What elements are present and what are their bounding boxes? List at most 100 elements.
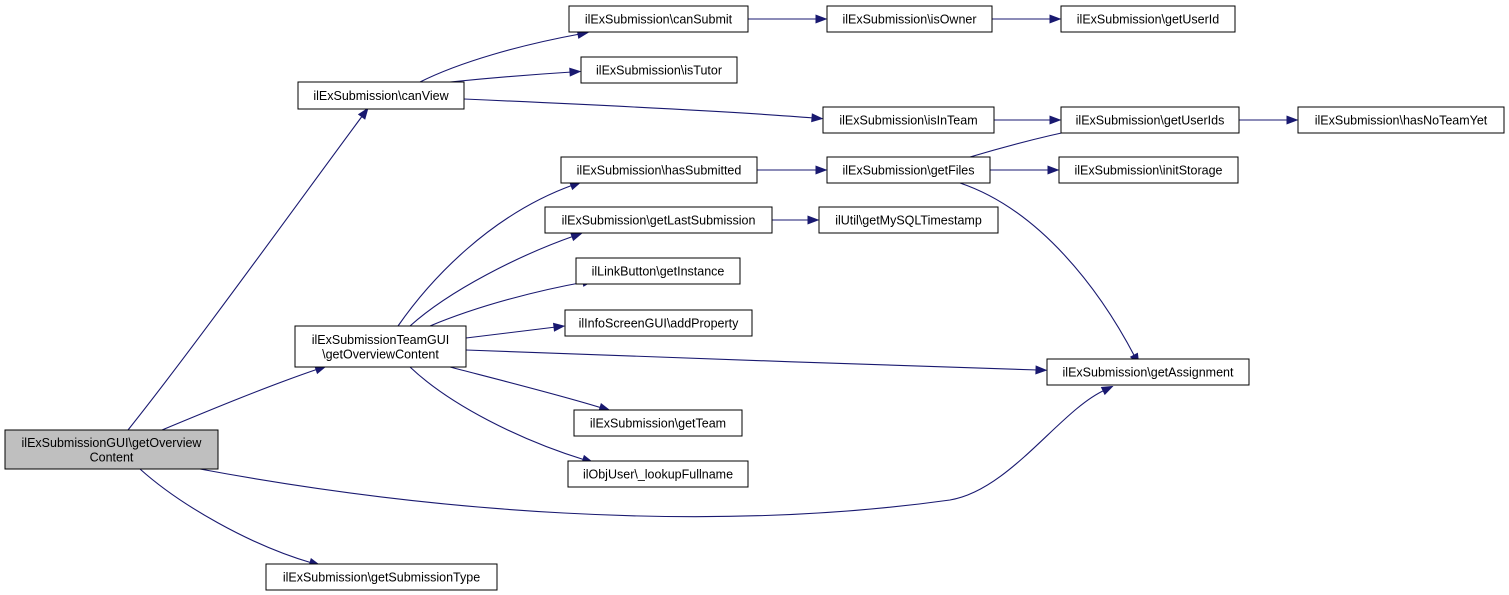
node-getoverviewcontent-gui-label: ilExSubmissionGUI\getOverview — [22, 436, 203, 450]
edge-root-to-teamGui-line — [161, 368, 319, 431]
edge-teamGui-to-getAssign-line — [465, 349, 1039, 371]
edge-hasSubmitted-to-getFiles — [757, 165, 828, 175]
node-getteam[interactable]: ilExSubmission\getTeam — [573, 409, 743, 437]
node-getfiles-box — [826, 156, 991, 184]
node-getfiles-label: ilExSubmission\getFiles — [843, 164, 975, 178]
edge-root-to-getSubType — [139, 468, 322, 567]
edge-teamGui-to-getLastSub-line — [409, 235, 575, 327]
node-getsubmissiontype-label: ilExSubmission\getSubmissionType — [283, 571, 480, 585]
node-getlastsubmission-label: ilExSubmission\getLastSubmission — [562, 214, 756, 228]
edge-getLastSub-to-mysqlTs-arrowhead — [807, 215, 820, 225]
node-hasnoteamyet-box — [1297, 106, 1505, 134]
node-getuserids[interactable]: ilExSubmission\getUserIds — [1060, 106, 1240, 134]
edge-canView-to-canSubmit-line — [419, 33, 581, 83]
node-canview[interactable]: ilExSubmission\canView — [297, 81, 465, 110]
node-getsubmissiontype-box — [265, 563, 498, 591]
edge-getFiles-to-getAssign-line — [959, 182, 1136, 358]
edge-root-to-getAssign-line — [199, 389, 1106, 518]
node-canview-box — [297, 81, 465, 110]
node-lookupfullname[interactable]: ilObjUser\_lookupFullname — [567, 460, 749, 488]
node-hassubmitted[interactable]: ilExSubmission\hasSubmitted — [560, 156, 758, 184]
node-isowner[interactable]: ilExSubmission\isOwner — [826, 5, 993, 33]
edge-teamGui-to-addProp-arrowhead — [552, 322, 566, 332]
edge-canView-to-isTutor-line — [449, 71, 573, 83]
edge-teamGui-to-getAssign — [465, 349, 1048, 375]
node-getfiles[interactable]: ilExSubmission\getFiles — [826, 156, 991, 184]
edge-root-to-canView-arrowhead — [357, 107, 369, 120]
node-getassignment-box — [1046, 358, 1250, 386]
node-infoscreen-addproperty[interactable]: ilInfoScreenGUI\addProperty — [564, 309, 753, 337]
node-cansubmit[interactable]: ilExSubmission\canSubmit — [568, 5, 749, 33]
edge-teamGui-to-lookupName-line — [409, 366, 586, 461]
node-infoscreen-addproperty-label: ilInfoScreenGUI\addProperty — [579, 317, 740, 331]
edge-canView-to-isInTeam-arrowhead — [811, 113, 824, 123]
edge-getUserIds-to-hasNoTeamYet — [1239, 115, 1299, 125]
edge-root-to-getAssign-arrowhead — [1100, 385, 1114, 396]
node-isinteam-box — [822, 106, 995, 134]
node-istutor[interactable]: ilExSubmission\isTutor — [580, 56, 738, 84]
node-getuserids-box — [1060, 106, 1240, 134]
node-getassignment-label: ilExSubmission\getAssignment — [1063, 366, 1234, 380]
edge-getUserIds-to-hasNoTeamYet-arrowhead — [1286, 115, 1299, 125]
edge-isOwner-to-getUserId-arrowhead — [1049, 14, 1062, 24]
node-initstorage-label: ilExSubmission\initStorage — [1075, 164, 1223, 178]
node-getteam-box — [573, 409, 743, 437]
node-getsubmissiontype[interactable]: ilExSubmission\getSubmissionType — [265, 563, 498, 591]
node-getuserid[interactable]: ilExSubmission\getUserId — [1060, 5, 1236, 33]
node-getmysqltimestamp-box — [818, 206, 999, 234]
node-getmysqltimestamp[interactable]: ilUtil\getMySQLTimestamp — [818, 206, 999, 234]
edge-root-to-getAssign — [199, 385, 1114, 518]
node-getlastsubmission[interactable]: ilExSubmission\getLastSubmission — [544, 206, 773, 234]
node-lookupfullname-label: ilObjUser\_lookupFullname — [583, 468, 733, 482]
node-getassignment[interactable]: ilExSubmission\getAssignment — [1046, 358, 1250, 386]
edge-canView-to-canSubmit — [419, 30, 590, 83]
node-getoverviewcontent-gui-label: Content — [90, 450, 134, 464]
nodes-layer: ilExSubmissionGUI\getOverviewContentilEx… — [4, 5, 1505, 591]
edge-teamGui-to-getLastSub-arrowhead — [570, 232, 583, 242]
node-isinteam[interactable]: ilExSubmission\isInTeam — [822, 106, 995, 134]
node-istutor-label: ilExSubmission\isTutor — [596, 64, 722, 78]
node-cansubmit-box — [568, 5, 749, 33]
edge-hasSubmitted-to-getFiles-arrowhead — [815, 165, 828, 175]
edge-teamGui-to-hasSubmitted-line — [397, 184, 574, 327]
node-linkbutton-getinstance[interactable]: ilLinkButton\getInstance — [575, 257, 741, 285]
node-getmysqltimestamp-label: ilUtil\getMySQLTimestamp — [835, 214, 982, 228]
edge-teamGui-to-linkBtn-line — [429, 281, 586, 327]
edge-teamGui-to-getAssign-arrowhead — [1035, 365, 1048, 375]
node-hassubmitted-label: ilExSubmission\hasSubmitted — [577, 164, 742, 178]
edge-isInTeam-to-getUserIds — [994, 115, 1062, 125]
edge-canSubmit-to-isOwner — [748, 14, 828, 24]
node-isowner-box — [826, 5, 993, 33]
edge-canView-to-isTutor — [449, 67, 582, 83]
node-initstorage[interactable]: ilExSubmission\initStorage — [1058, 156, 1239, 184]
edge-root-to-getSubType-line — [139, 468, 313, 564]
node-team-gui-getoverviewcontent[interactable]: ilExSubmissionTeamGUI\getOverviewContent — [294, 325, 467, 368]
edge-root-to-canView-line — [127, 114, 364, 431]
edge-teamGui-to-addProp-line — [465, 326, 557, 339]
edge-root-to-canView — [127, 107, 369, 431]
edge-canView-to-isInTeam — [463, 98, 824, 123]
edge-teamGui-to-addProp — [465, 322, 566, 339]
node-isinteam-label: ilExSubmission\isInTeam — [839, 114, 977, 128]
node-initstorage-box — [1058, 156, 1239, 184]
node-cansubmit-label: ilExSubmission\canSubmit — [585, 13, 733, 27]
edge-canView-to-isTutor-arrowhead — [569, 67, 582, 77]
node-hasnoteamyet-label: ilExSubmission\hasNoTeamYet — [1315, 114, 1488, 128]
edge-canSubmit-to-isOwner-arrowhead — [815, 14, 828, 24]
node-getuserid-label: ilExSubmission\getUserId — [1077, 13, 1219, 27]
node-getoverviewcontent-gui[interactable]: ilExSubmissionGUI\getOverviewContent — [4, 429, 219, 470]
edge-root-to-teamGui — [161, 365, 327, 431]
node-canview-label: ilExSubmission\canView — [313, 89, 449, 103]
edge-teamGui-to-getTeam-line — [449, 366, 603, 409]
node-linkbutton-getinstance-label: ilLinkButton\getInstance — [592, 265, 725, 279]
node-team-gui-getoverviewcontent-label: ilExSubmissionTeamGUI — [312, 333, 450, 347]
node-isowner-label: ilExSubmission\isOwner — [842, 13, 976, 27]
edge-canView-to-isInTeam-line — [463, 98, 815, 119]
node-hasnoteamyet[interactable]: ilExSubmission\hasNoTeamYet — [1297, 106, 1505, 134]
edge-isInTeam-to-getUserIds-arrowhead — [1049, 115, 1062, 125]
node-getuserid-box — [1060, 5, 1236, 33]
edge-getFiles-to-initStorage-arrowhead — [1047, 165, 1060, 175]
node-infoscreen-addproperty-box — [564, 309, 753, 337]
node-istutor-box — [580, 56, 738, 84]
node-team-gui-getoverviewcontent-label: \getOverviewContent — [322, 347, 439, 361]
